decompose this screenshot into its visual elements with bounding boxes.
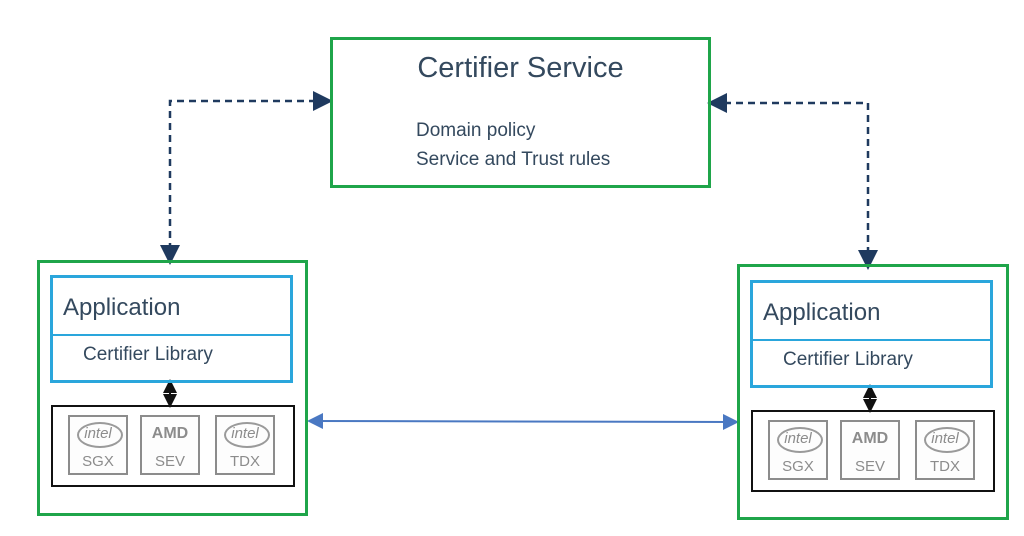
left-trust-connector [160,91,333,265]
left-chip-brand: intel [84,425,112,442]
left-amd-sev-chip: AMD SEV [140,415,200,475]
right-chip-brand: intel [784,430,812,447]
right-intel-tdx-chip: intel TDX [915,420,975,480]
right-amd-sev-chip: AMD SEV [840,420,900,480]
domain-policy-label: Domain policy [416,120,536,141]
right-application-divider [753,339,990,341]
intel-logo-icon [224,422,270,448]
left-application-box: Application Certifier Library [50,275,293,383]
right-trust-connector [707,93,878,270]
intel-logo-icon [924,427,970,453]
left-chip-brand: intel [231,425,259,442]
right-application-label: Application [763,299,881,326]
certifier-service-title: Certifier Service [417,52,624,84]
left-application-label: Application [63,294,181,321]
intel-logo-icon [77,422,123,448]
right-chip-model: SEV [854,458,885,475]
left-application-divider [53,334,290,336]
intel-logo-icon [777,427,823,453]
service-trust-rules-label: Service and Trust rules [416,149,611,170]
certifier-service-box: Certifier Service Domain policy Service … [330,37,711,188]
left-certifier-library-label: Certifier Library [83,344,213,365]
right-chip-brand: intel [931,430,959,447]
right-hardware-box: intel SGX AMD SEV intel TDX [751,410,995,492]
right-application-box: Application Certifier Library [750,280,993,388]
left-chip-brand: AMD [151,425,189,442]
left-chip-model: TDX [230,453,260,470]
right-chip-model: TDX [930,458,960,475]
right-node-box [737,264,1009,520]
right-certifier-library-label: Certifier Library [783,349,913,370]
right-chip-model: SGX [782,458,814,475]
peer-connector [307,413,739,430]
left-node-box [37,260,308,516]
left-hardware-box: intel SGX AMD SEV intel TDX [51,405,295,487]
left-intel-sgx-chip: intel SGX [68,415,128,475]
left-intel-tdx-chip: intel TDX [215,415,275,475]
left-chip-model: SGX [82,453,114,470]
right-chip-brand: AMD [851,430,889,447]
left-chip-model: SEV [154,453,185,470]
right-intel-sgx-chip: intel SGX [768,420,828,480]
